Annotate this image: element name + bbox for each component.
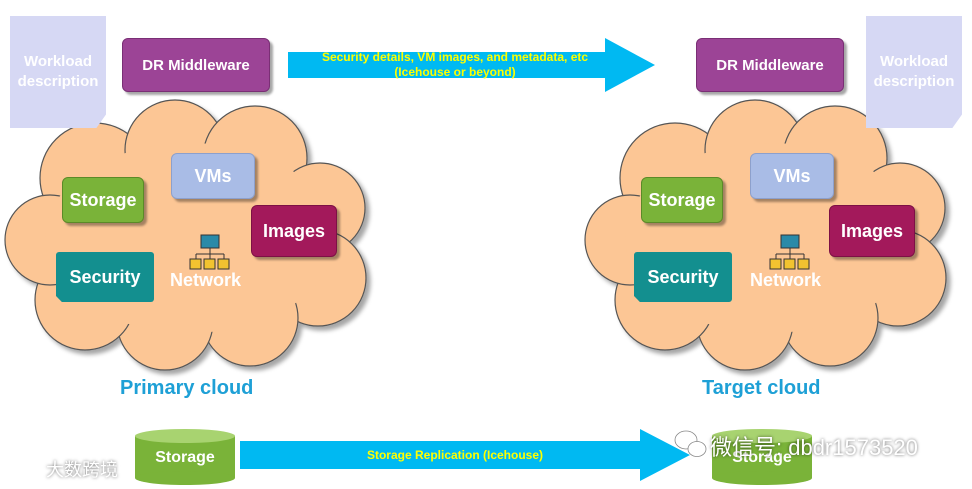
network-icon: [769, 234, 810, 270]
workload-description-right: Workload description: [866, 16, 962, 128]
watermark-logo-icon: [14, 460, 44, 476]
watermark-left: 大数跨境: [46, 460, 118, 480]
primary-security: Security: [56, 252, 154, 302]
network-icon: [189, 234, 230, 270]
target-images: Images: [829, 205, 915, 257]
primary-images: Images: [251, 205, 337, 257]
metadata-arrow-text: Security details, VM images, and metadat…: [290, 50, 620, 80]
primary-cloud-label: Primary cloud: [120, 377, 254, 399]
storage-cylinder-left-label: Storage: [155, 449, 215, 466]
replication-arrow: [240, 429, 690, 481]
replication-arrow-text: Storage Replication (Icehouse): [366, 448, 544, 462]
watermark-right: 微信号: dbdr1573520: [710, 435, 918, 460]
dr-middleware-right: DR Middleware: [696, 38, 844, 92]
storage-cylinder-right-label: Storage: [732, 449, 792, 466]
workload-description-left: Workload description: [10, 16, 106, 128]
target-cloud-label: Target cloud: [702, 377, 821, 399]
target-security: Security: [634, 252, 732, 302]
metadata-arrow-line2: (Icehouse or beyond): [394, 65, 516, 79]
storage-cylinder-right: [712, 429, 812, 485]
storage-cylinder-left: [135, 429, 235, 485]
primary-storage: Storage: [62, 177, 144, 223]
dr-middleware-left: DR Middleware: [122, 38, 270, 92]
target-network-label: Network: [750, 270, 822, 290]
target-storage: Storage: [641, 177, 723, 223]
primary-network-label: Network: [170, 270, 242, 290]
metadata-arrow-line1: Security details, VM images, and metadat…: [321, 50, 589, 64]
wechat-icon: [674, 430, 707, 457]
metadata-arrow: [288, 38, 655, 92]
target-vms: VMs: [750, 153, 834, 199]
primary-vms: VMs: [171, 153, 255, 199]
